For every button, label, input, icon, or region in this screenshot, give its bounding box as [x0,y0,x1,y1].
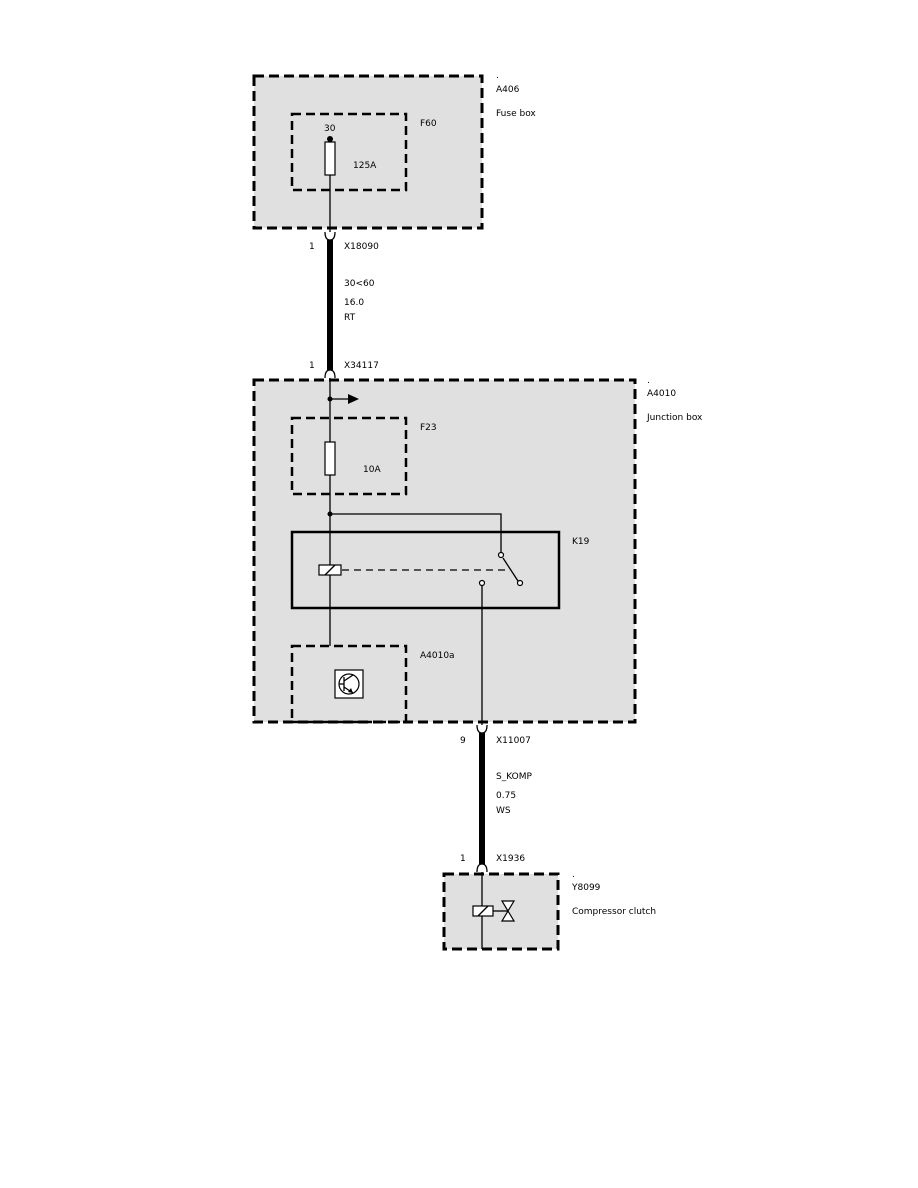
connector-x34117-id: X34117 [344,361,379,371]
relay-contact-no [478,579,486,587]
wire-1-signal: 30<60 [344,279,375,289]
wire-1-color: RT [344,313,356,323]
clutch-coil-diagonal [477,905,489,917]
fuse-f23-symbol [324,441,336,476]
connector-x18090-pin: 1 [309,242,315,252]
relay-k19-frame [290,530,561,610]
fuse-box-id: A406 [496,85,520,95]
connector-x1936-id: X1936 [496,854,525,864]
module-a4010a-frame [290,644,408,724]
junction-box-frame [252,378,637,724]
relay-contact-nc [516,579,524,587]
junction-box-dot: . [647,376,650,386]
fuse-box-name: Fuse box [496,109,536,119]
wire-1-gauge: 16.0 [344,298,364,308]
connector-x18090-id: X18090 [344,242,379,252]
fuse-f60-id: F60 [420,119,437,129]
junction-box-name: Junction box [646,413,703,423]
relay-coil-diagonal [324,564,336,576]
junction-box-id: A4010 [647,389,676,399]
connector-x11007-symbol [476,724,488,734]
connector-x18090-symbol [324,231,336,241]
compressor-clutch-dot: . [572,870,575,880]
wire-2-color: WS [496,806,511,816]
connector-x34117-pin: 1 [309,361,315,371]
fuse-box-dot: . [496,71,499,81]
connector-x34117-symbol [324,369,336,379]
fuse-f60-frame [290,112,408,192]
fuse-f60-terminal-dot [327,136,333,142]
fuse-f23-frame [290,416,408,496]
relay-contact-feed [330,513,502,553]
fuse-f60-terminal: 30 [324,124,336,134]
wire-2-signal: S_KOMP [496,772,532,782]
relay-contact-top [497,551,505,559]
connector-x1936-symbol [476,863,488,873]
compressor-clutch-id: Y8099 [571,883,601,893]
fuse-f23-id: F23 [420,423,437,433]
fuse-f23-rating: 10A [363,465,381,475]
clutch-valve-icon [500,900,516,922]
connector-x1936-pin: 1 [460,854,466,864]
relay-k19-id: K19 [572,537,590,547]
fuse-f60-symbol [324,141,336,176]
connector-x11007-pin: 9 [460,736,466,746]
fuse-f60-rating: 125A [353,161,377,171]
branch-arrow-icon [348,394,359,404]
transistor-emitter-arrow [348,688,353,693]
compressor-clutch-name: Compressor clutch [572,907,656,917]
relay-switch-arm [502,557,519,582]
connector-x11007-id: X11007 [496,736,531,746]
transistor-collector [343,674,354,682]
wire-2-gauge: 0.75 [496,791,516,801]
fuse-box-frame [252,74,484,230]
module-a4010a-id: A4010a [420,651,455,661]
